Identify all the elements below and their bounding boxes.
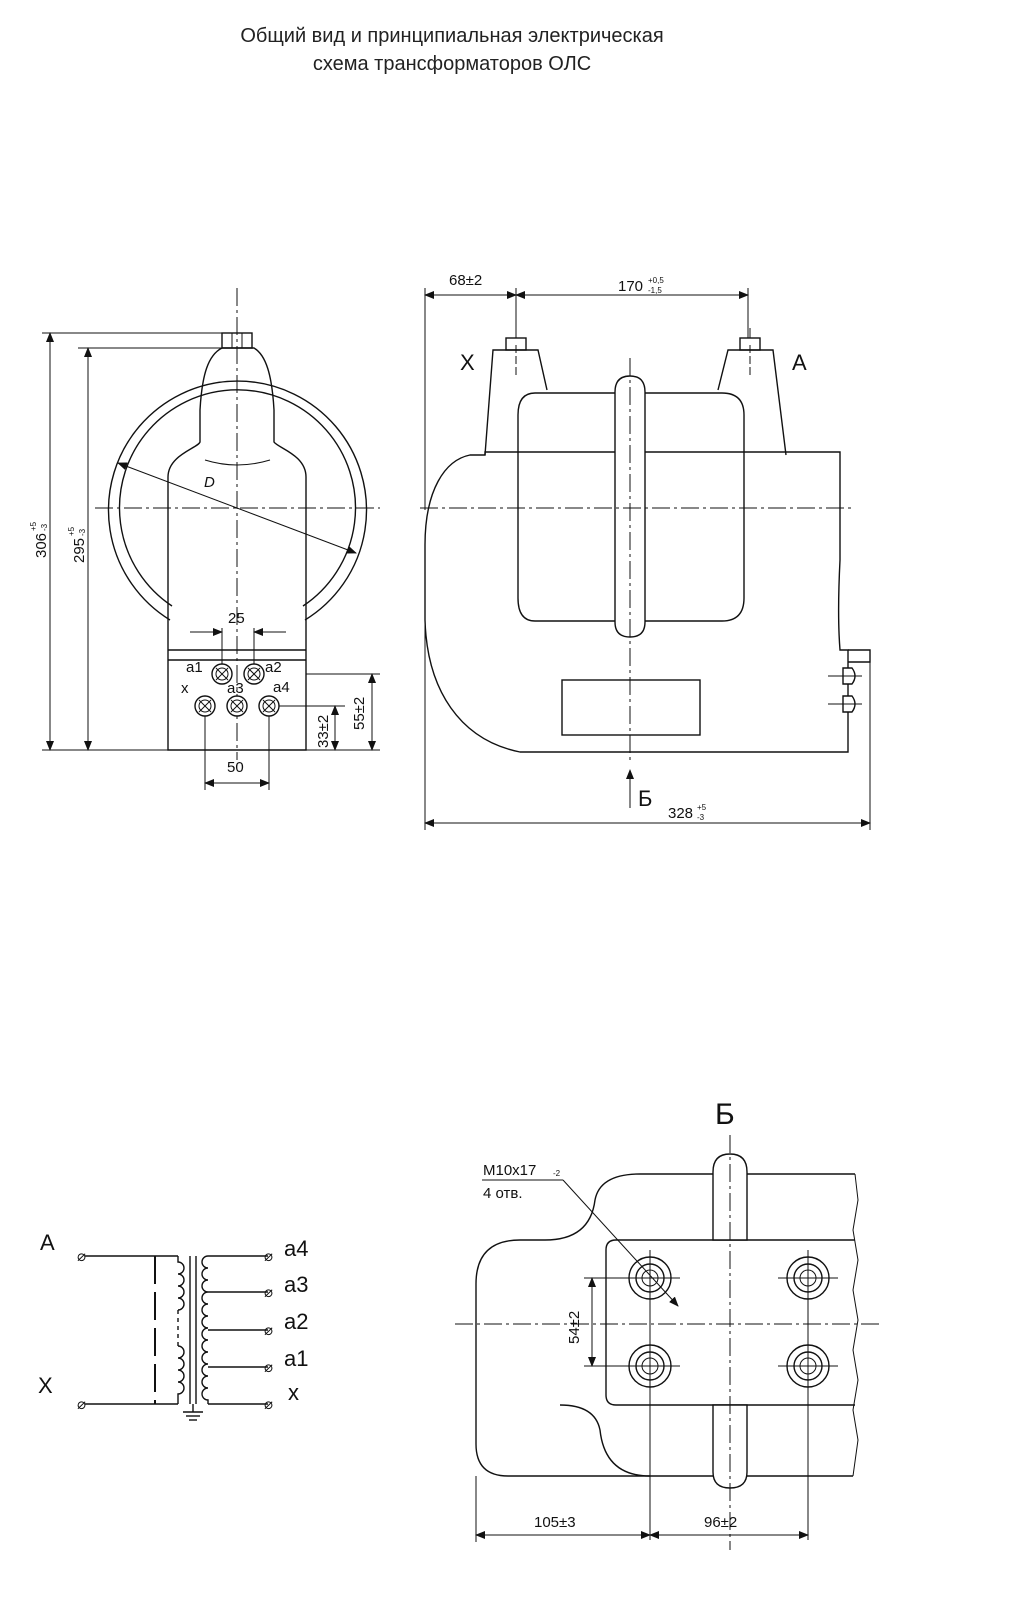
front-view: D a1 a2 x a3 a4 25 — [29, 288, 380, 790]
secondary-label-a4: a4 — [284, 1236, 308, 1261]
hole-spec-tol: -2 — [553, 1169, 561, 1178]
terminal-mark-x: ⌀ — [264, 1396, 273, 1413]
dim-span-tol-lower: -1,5 — [648, 286, 662, 295]
bottom-view-title: Б — [715, 1098, 735, 1131]
dim-terminal-row-height: 33±2 — [315, 715, 332, 748]
dim-hole-spacing-v: 54±2 — [566, 1311, 583, 1344]
electrical-schematic: A X ⌀ ⌀ ⌀ ⌀ ⌀ ⌀ ⌀ a4 a3 a2 a1 x — [38, 1230, 308, 1421]
terminal-mark-a2: ⌀ — [264, 1322, 273, 1339]
dim-span-tol-upper: +0,5 — [648, 276, 664, 285]
dim-overall-height: 306 — [33, 533, 50, 558]
hole-spec: M10x17 — [483, 1162, 536, 1179]
dim-hole-spacing-h: 96±2 — [704, 1514, 737, 1531]
terminal-mark-X: ⌀ — [77, 1396, 86, 1413]
dim-terminal-spacing: 25 — [228, 610, 245, 627]
dim-diameter: D — [204, 474, 215, 491]
dim-length-tol-upper: +5 — [697, 803, 707, 812]
terminal-label-a4: a4 — [273, 679, 290, 696]
terminal-mark-A: ⌀ — [77, 1248, 86, 1265]
schematic-label-A: A — [40, 1230, 55, 1255]
terminal-mark-a4: ⌀ — [264, 1248, 273, 1265]
terminal-screw-a3 — [226, 695, 248, 717]
terminal-label-a2: a2 — [265, 659, 282, 676]
dim-height-tol-upper: +5 — [67, 526, 76, 536]
secondary-label-a1: a1 — [284, 1346, 308, 1371]
drawing-title: Общий вид и принципиальная электрическая… — [0, 22, 904, 78]
side-view: 68±2 170 +0,5 -1,5 X A Б 328 +5 -3 — [420, 272, 871, 830]
bottom-view: Б M10x17 — [455, 1098, 882, 1550]
title-line-1: Общий вид и принципиальная электрическая — [240, 25, 664, 47]
dim-overall-height-tol-upper: +5 — [29, 521, 38, 531]
secondary-label-a2: a2 — [284, 1309, 308, 1334]
dim-height-tol-lower: -3 — [78, 528, 87, 536]
terminal-mark-a3: ⌀ — [264, 1284, 273, 1301]
terminal-label-a1: a1 — [186, 659, 203, 676]
terminal-screw-a1 — [211, 663, 233, 685]
view-arrow-label: Б — [638, 786, 652, 811]
terminal-label-X: X — [460, 350, 475, 375]
terminal-screw-x — [194, 695, 216, 717]
dim-terminal-width: 50 — [227, 759, 244, 776]
dim-edge-offset: 105±3 — [534, 1514, 576, 1531]
secondary-label-x: x — [288, 1380, 299, 1405]
dim-offset: 68±2 — [449, 272, 482, 289]
dim-height: 295 — [71, 538, 88, 563]
terminal-mark-a1: ⌀ — [264, 1359, 273, 1376]
schematic-label-X: X — [38, 1373, 53, 1398]
terminal-label-a3: a3 — [227, 680, 244, 697]
title-line-2: схема трансформаторов ОЛС — [312, 53, 592, 75]
dim-length: 328 — [668, 805, 693, 822]
terminal-label-A: A — [792, 350, 807, 375]
terminal-screw-a2 — [243, 663, 265, 685]
dim-span: 170 — [618, 278, 643, 295]
dim-terminal-block-height: 55±2 — [351, 697, 368, 730]
terminal-screw-a4 — [258, 695, 280, 717]
dim-overall-height-tol-lower: -3 — [40, 523, 49, 531]
hole-count: 4 отв. — [483, 1185, 523, 1202]
secondary-label-a3: a3 — [284, 1272, 308, 1297]
dim-length-tol-lower: -3 — [697, 813, 705, 822]
terminal-label-x: x — [181, 680, 189, 697]
